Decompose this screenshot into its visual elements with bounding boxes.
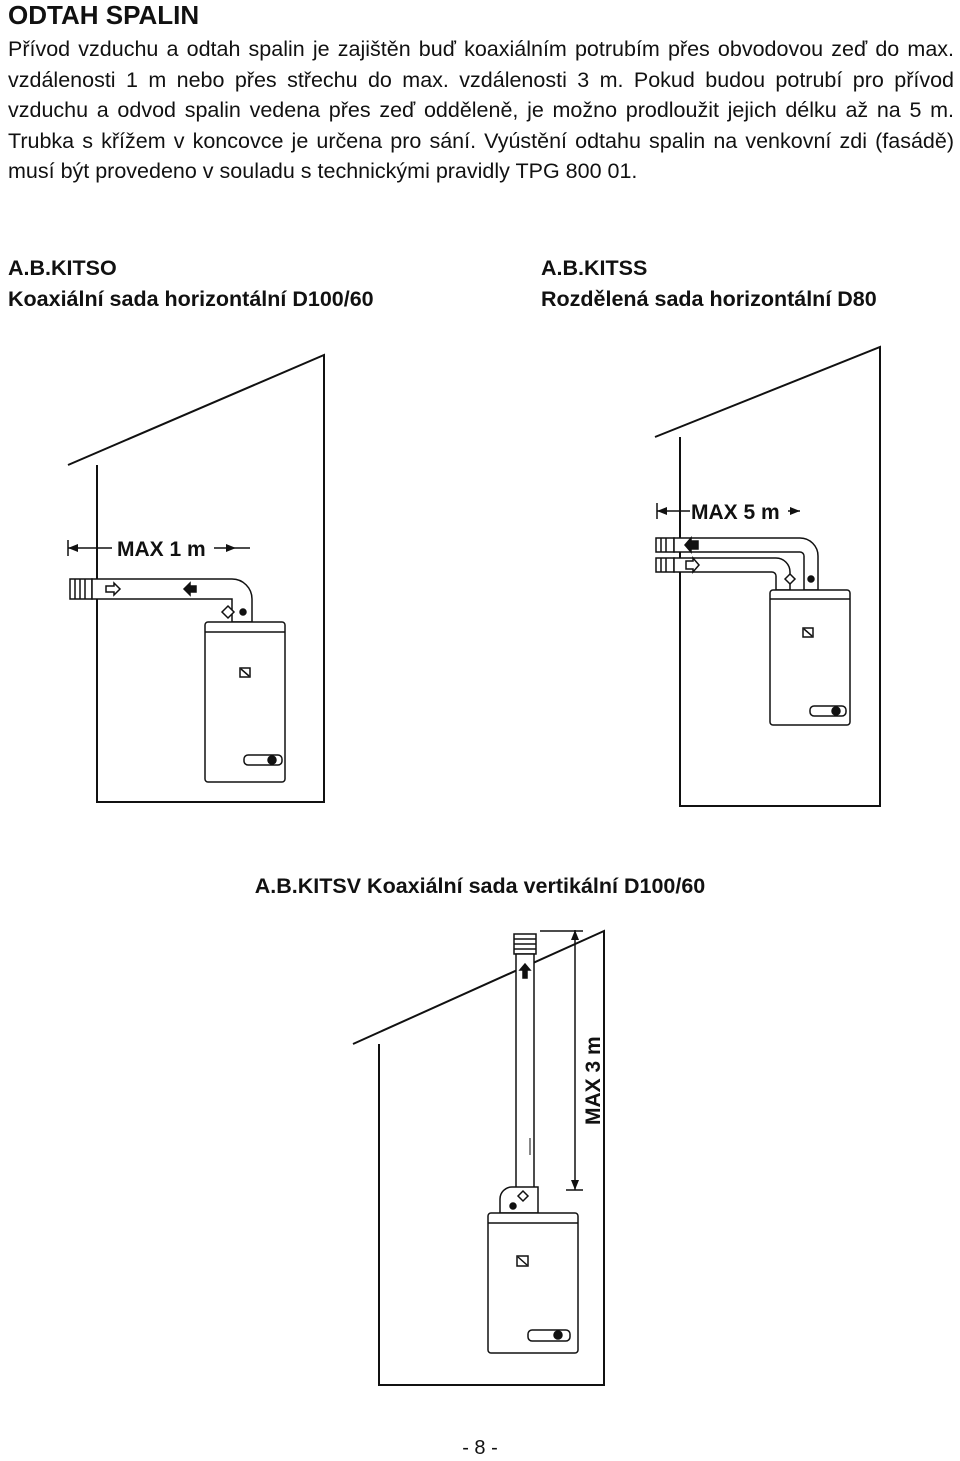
house-wall-outline bbox=[67, 353, 325, 803]
dimension-label: MAX 5 m bbox=[691, 501, 780, 524]
kit-code: A.B.KITSO bbox=[8, 256, 117, 280]
page-number: - 8 - bbox=[462, 1437, 498, 1459]
coaxial-flue-pipe bbox=[69, 578, 253, 623]
kitso-diagram: MAX 1 m bbox=[67, 353, 325, 803]
page-title: ODTAH SPALIN bbox=[8, 0, 200, 30]
boiler-unit bbox=[487, 1212, 579, 1354]
boiler-unit bbox=[769, 589, 851, 726]
kit-heading-kitss: A.B.KITSS Rozdělená sada horizontální D8… bbox=[541, 253, 877, 315]
intro-paragraph: Přívod vzduchu a odtah spalin je zajiště… bbox=[8, 37, 954, 184]
kit-name: Koaxiální sada horizontální D100/60 bbox=[8, 287, 374, 311]
dimension-label: MAX 3 m bbox=[582, 1036, 605, 1125]
split-flue-pipes bbox=[655, 535, 819, 591]
vertical-coaxial-flue bbox=[499, 933, 539, 1214]
kit-heading-kitsv: A.B.KITSV Koaxiální sada vertikální D100… bbox=[0, 871, 960, 902]
dimension-label: MAX 1 m bbox=[117, 538, 206, 561]
boiler-unit bbox=[204, 621, 286, 783]
house-wall-outline bbox=[654, 345, 881, 807]
kit-heading-kitso: A.B.KITSO Koaxiální sada horizontální D1… bbox=[8, 253, 374, 315]
kitss-diagram: MAX 5 m bbox=[654, 345, 881, 807]
kit-title: A.B.KITSV Koaxiální sada vertikální D100… bbox=[254, 874, 706, 898]
kit-code: A.B.KITSS bbox=[541, 256, 648, 280]
kit-name: Rozdělená sada horizontální D80 bbox=[541, 287, 877, 311]
kitsv-diagram: MAX 3 m bbox=[352, 929, 605, 1386]
